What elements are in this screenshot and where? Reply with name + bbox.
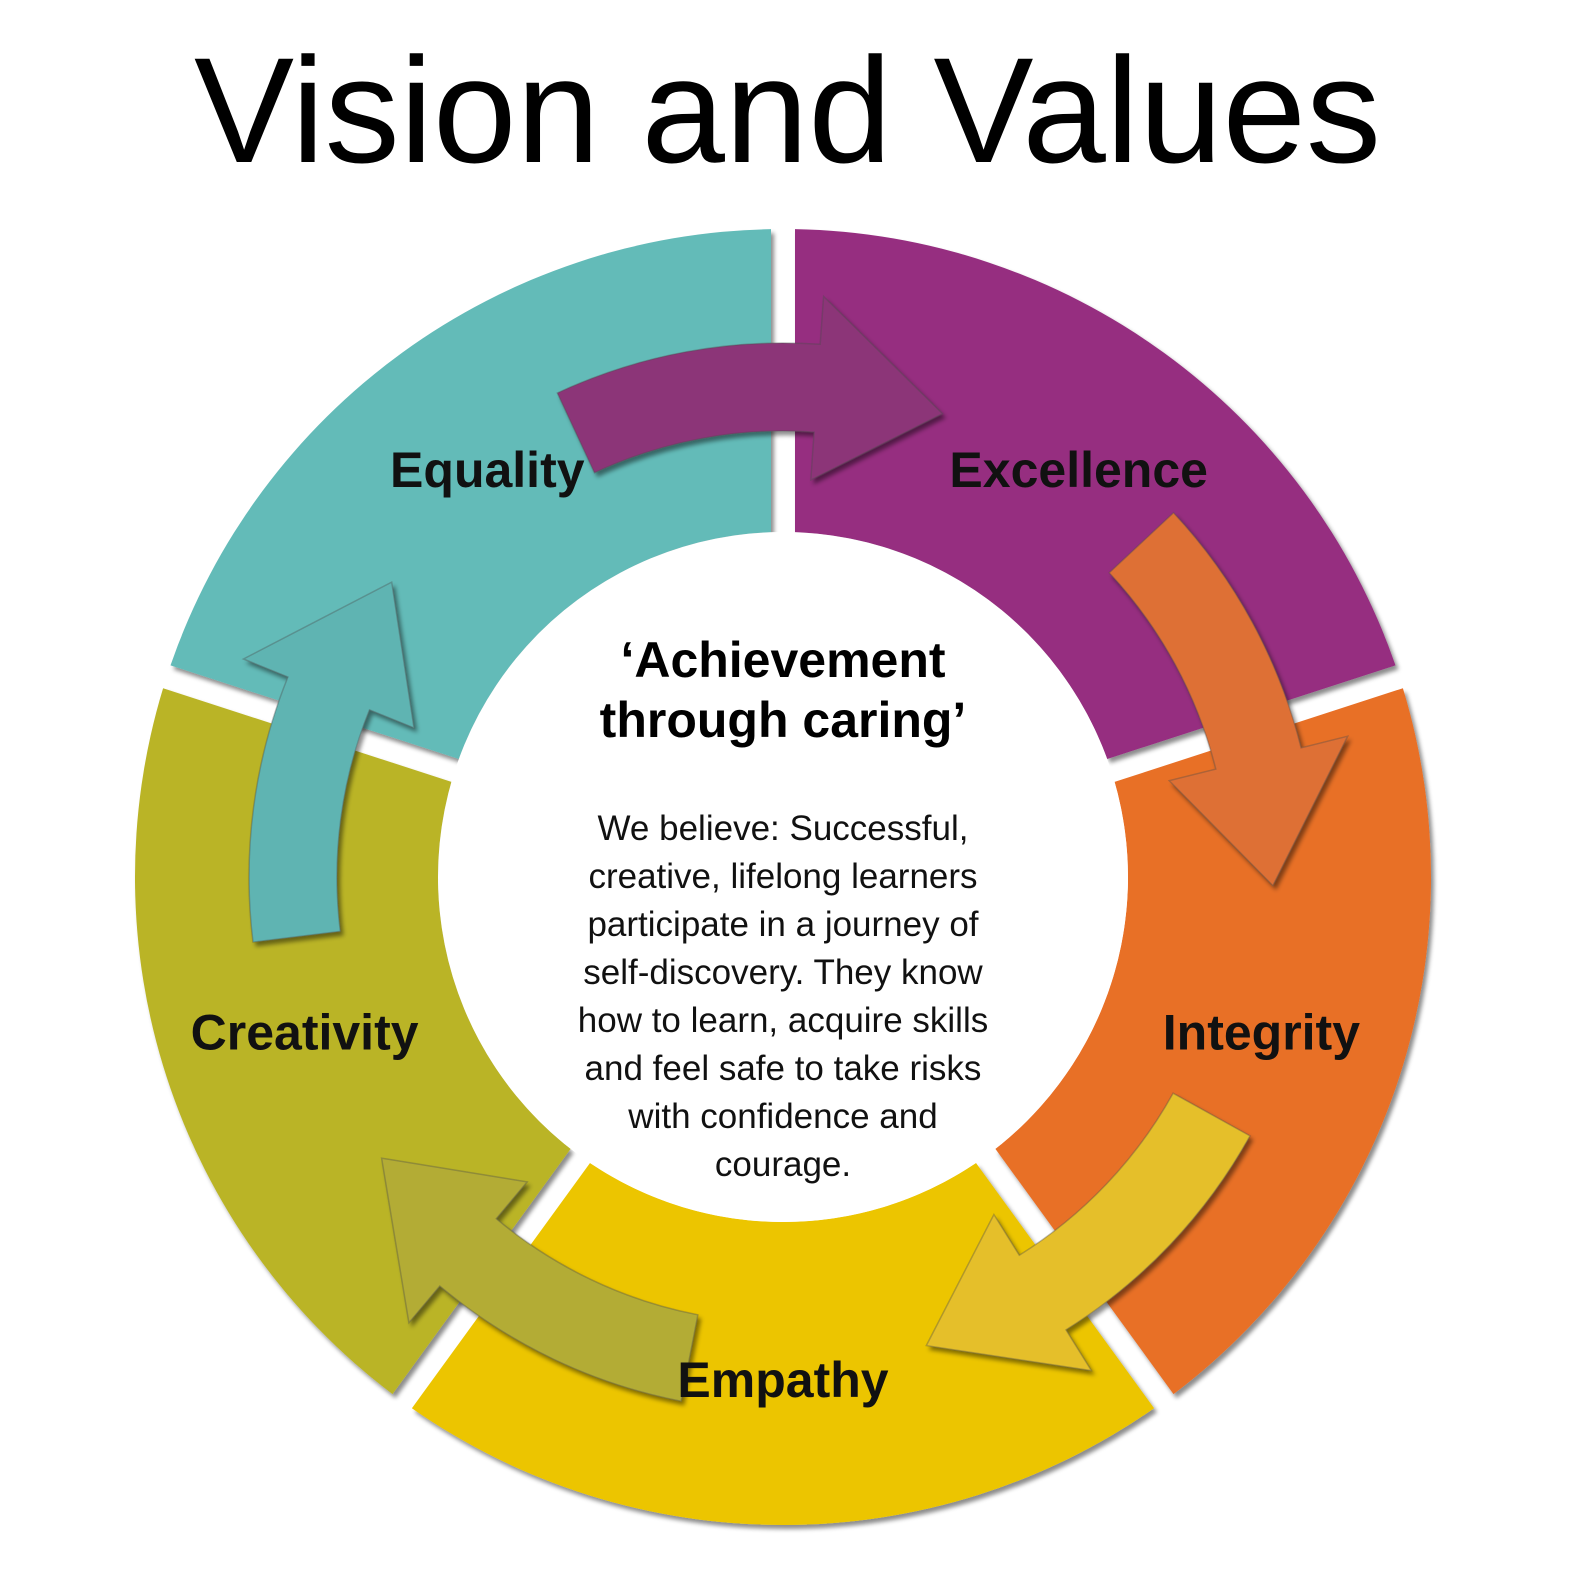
- arrow-to-empathy: [925, 1092, 1252, 1372]
- motto-line-2: through caring’: [600, 692, 967, 748]
- segment-label-empathy: Empathy: [677, 1352, 888, 1408]
- belief-line-6: and feel safe to take risks: [585, 1049, 982, 1088]
- arrow-to-equality: [241, 580, 415, 943]
- motto-line-1: ‘Achievement: [620, 632, 945, 688]
- belief-line-7: with confidence and: [627, 1097, 937, 1136]
- belief-line-8: courage.: [715, 1145, 851, 1184]
- belief-line-5: how to learn, acquire skills: [578, 1001, 988, 1040]
- center-circle: [438, 532, 1128, 1222]
- belief-line-3: participate in a journey of: [587, 905, 978, 944]
- segment-label-integrity: Integrity: [1163, 1004, 1360, 1060]
- arrow-to-excellence: [556, 294, 944, 482]
- segment-label-equality: Equality: [390, 442, 585, 498]
- arrow-to-integrity: [1108, 511, 1350, 887]
- segment-label-creativity: Creativity: [191, 1004, 419, 1060]
- belief-line-1: We believe: Successful,: [598, 809, 969, 848]
- arrow-to-creativity: [380, 1157, 699, 1403]
- belief-line-2: creative, lifelong learners: [588, 857, 977, 896]
- belief-line-4: self-discovery. They know: [583, 953, 983, 992]
- segment-label-excellence: Excellence: [949, 442, 1208, 498]
- segment-empathy: [411, 1163, 1155, 1525]
- page-title: Vision and Values: [194, 26, 1381, 194]
